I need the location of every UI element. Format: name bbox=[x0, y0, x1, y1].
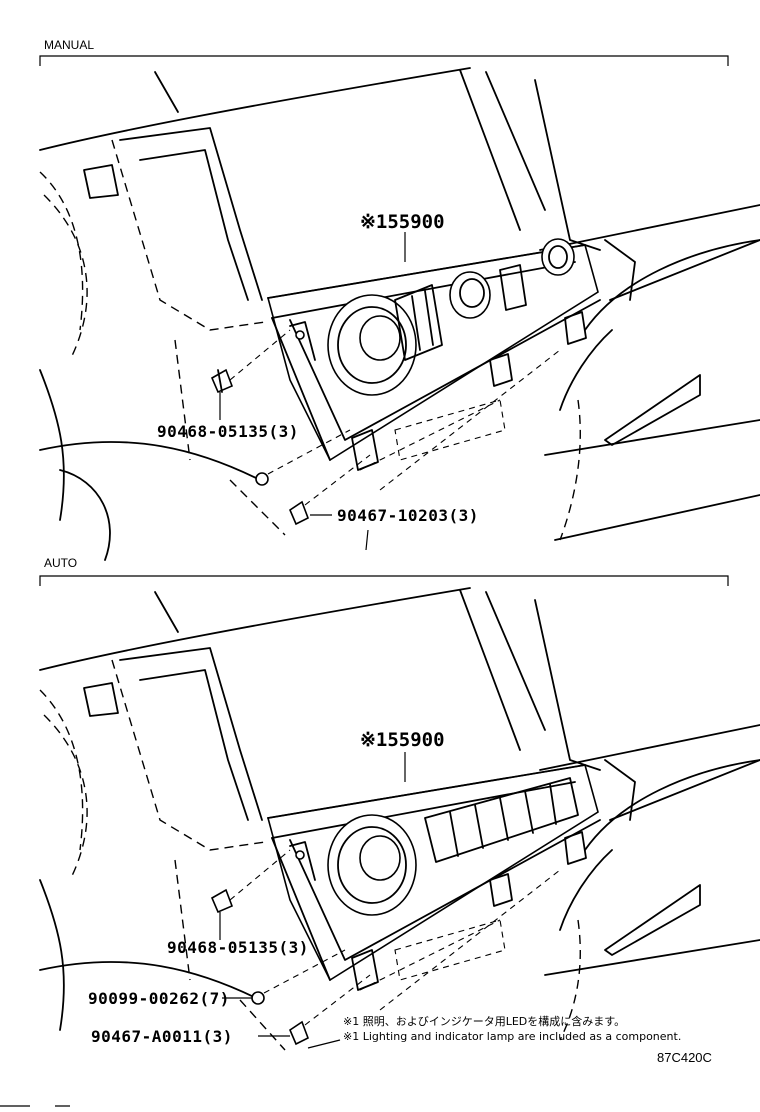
auto-callout-1: 90468-05135(3) bbox=[167, 938, 309, 957]
manual-dashboard-outline bbox=[39, 67, 760, 561]
auto-screw bbox=[251, 949, 346, 1005]
manual-screw bbox=[255, 429, 351, 486]
manual-control-panel bbox=[266, 238, 601, 491]
auto-callout-3: 90467-A0011(3) bbox=[91, 1027, 233, 1046]
auto-main-part-label: ※155900 bbox=[360, 729, 445, 751]
illustration-code: 87C420C bbox=[657, 1050, 712, 1065]
auto-note-leader bbox=[307, 1039, 341, 1049]
auto-section-title: AUTO bbox=[44, 556, 77, 570]
auto-section: AUTO bbox=[39, 556, 760, 1051]
manual-section-bracket bbox=[39, 55, 729, 66]
auto-clip-upper bbox=[210, 849, 291, 914]
manual-section-title: MANUAL bbox=[44, 38, 94, 52]
note-japanese: ※1 照明、およびインジケータ用LEDを構成に含みます。 bbox=[343, 1014, 625, 1028]
manual-clip-upper bbox=[210, 329, 291, 394]
auto-control-panel bbox=[266, 764, 601, 1011]
auto-clip-lower bbox=[289, 974, 371, 1046]
manual-callout-1: 90468-05135(3) bbox=[157, 422, 299, 441]
auto-dashboard-outline bbox=[39, 587, 760, 1051]
manual-clip-lower bbox=[289, 454, 371, 526]
manual-tick bbox=[365, 529, 369, 551]
manual-section: MANUAL bbox=[39, 38, 760, 561]
manual-main-part-label: ※155900 bbox=[360, 211, 445, 233]
note-english: ※1 Lighting and indicator lamp are inclu… bbox=[343, 1030, 681, 1043]
manual-callout-2: 90467-10203(3) bbox=[337, 506, 479, 525]
auto-callout-2: 90099-00262(7) bbox=[88, 989, 230, 1008]
auto-section-bracket bbox=[39, 575, 729, 586]
